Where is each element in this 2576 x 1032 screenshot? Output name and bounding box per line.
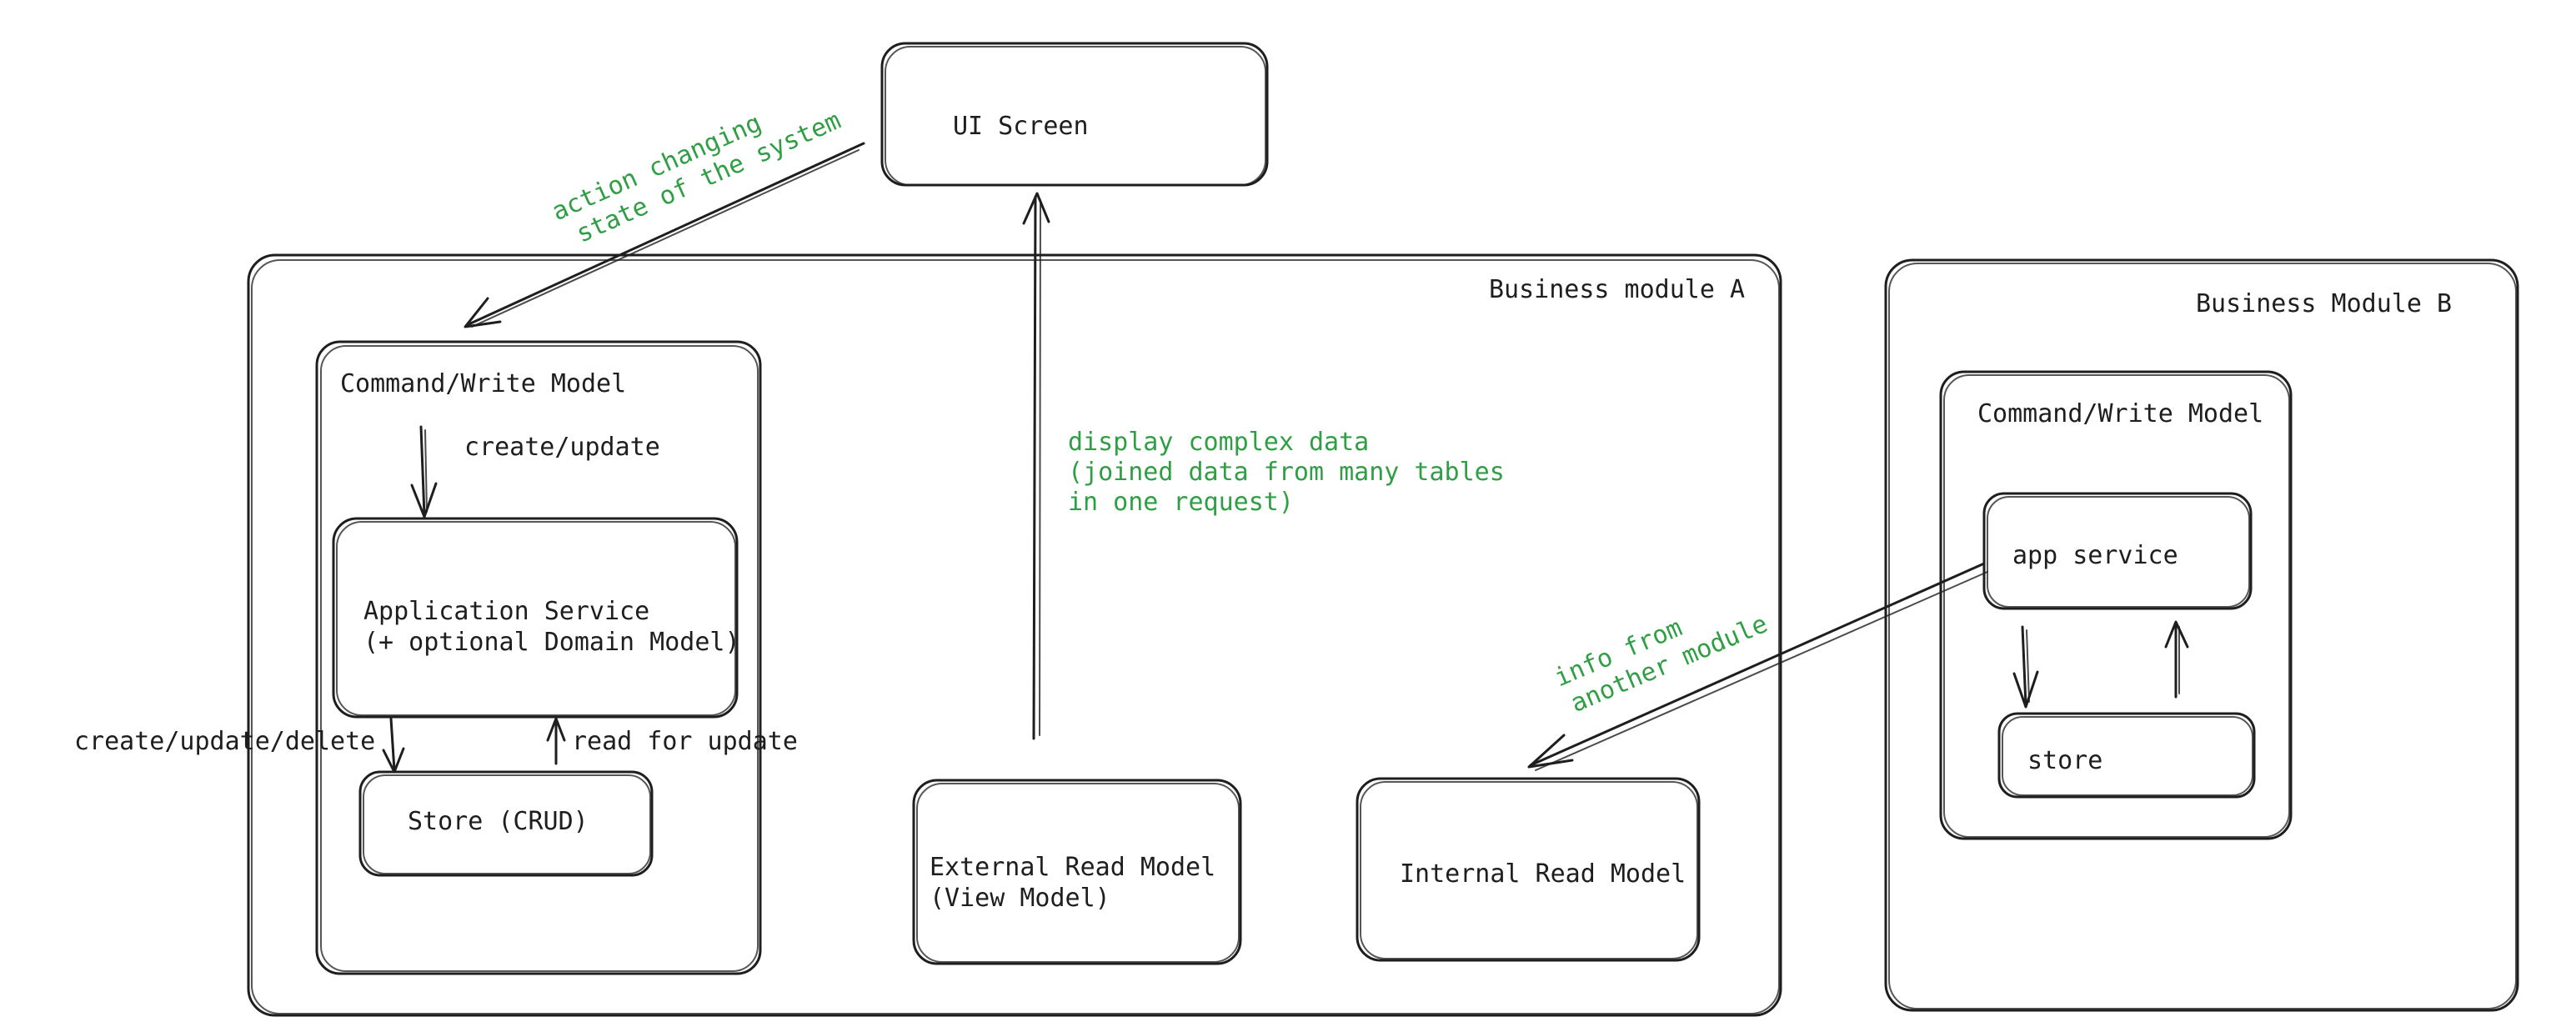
action-arrow xyxy=(464,142,865,328)
ui-screen-label: UI Screen xyxy=(953,112,1089,141)
business-module-b-box xyxy=(1884,258,2519,1012)
external-read-model-box xyxy=(912,779,1242,965)
command-write-model-a-title: Command/Write Model xyxy=(340,369,626,398)
application-service-line1: Application Service xyxy=(363,597,649,626)
create-update-delete-label: create/update/delete xyxy=(74,727,375,756)
business-module-a-box xyxy=(247,253,1782,1017)
create-update-arrow xyxy=(410,425,438,519)
module-b-write-arrow xyxy=(2012,625,2039,709)
module-b-store-label: store xyxy=(2027,746,2102,775)
command-write-model-b-box xyxy=(1939,370,2293,840)
create-update-delete-arrow xyxy=(382,717,405,774)
internal-read-model-box xyxy=(1356,777,1701,962)
application-service-line2: (+ optional Domain Model) xyxy=(363,628,740,657)
info-arrow xyxy=(1527,562,1988,771)
display-annotation-line3: in one request) xyxy=(1068,488,1294,517)
external-read-model-line2: (View Model) xyxy=(930,884,1110,913)
store-crud-label: Store (CRUD) xyxy=(408,807,589,836)
read-for-update-label: read for update xyxy=(572,727,798,756)
display-annotation-line2: (joined data from many tables xyxy=(1068,458,1505,487)
ui-screen-box xyxy=(880,42,1269,187)
business-module-b-title: Business Module B xyxy=(2196,289,2452,318)
external-read-model-line1: External Read Model xyxy=(930,853,1215,882)
command-write-model-a-box xyxy=(315,340,762,975)
application-service-box xyxy=(332,517,739,719)
internal-read-model-label: Internal Read Model xyxy=(1400,859,1686,889)
store-crud-box xyxy=(358,770,654,877)
display-annotation-line1: display complex data xyxy=(1068,428,1369,457)
app-service-label: app service xyxy=(2012,541,2178,570)
app-service-box xyxy=(1982,492,2253,610)
read-for-update-arrow xyxy=(546,717,566,765)
module-b-read-arrow xyxy=(2164,620,2189,699)
display-arrow xyxy=(1022,192,1050,740)
command-write-model-b-title: Command/Write Model xyxy=(1977,399,2263,428)
module-b-store-box xyxy=(1997,712,2256,799)
create-update-label: create/update xyxy=(464,433,660,462)
business-module-a-title: Business module A xyxy=(1489,275,1745,304)
